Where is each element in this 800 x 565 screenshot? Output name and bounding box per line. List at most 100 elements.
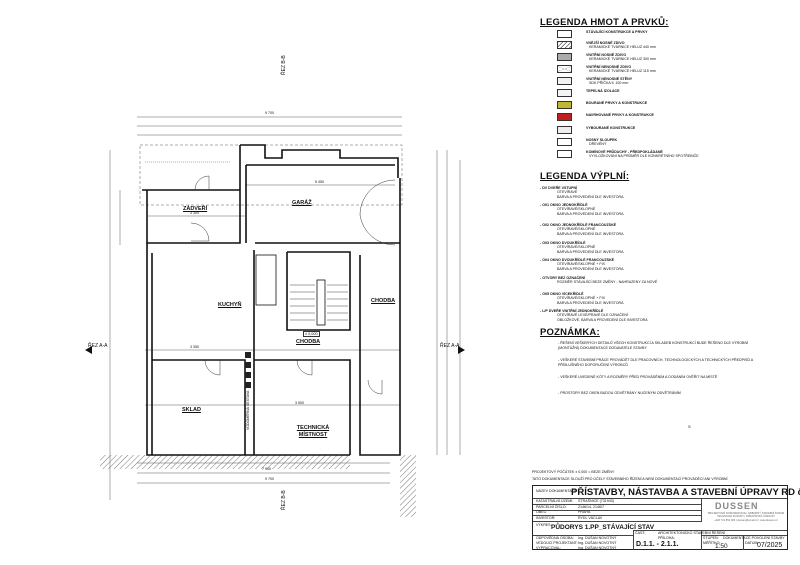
walls (142, 144, 401, 456)
scale-label: MĚŘÍTKO: (703, 541, 721, 545)
legend-item: BOURANÉ PRVKY A KONSTRUKCE (557, 101, 647, 109)
stage-value: DOKUMENTACE POVOLENÍ STAVBY (723, 536, 785, 540)
dim-zadveri: 3 300 (190, 211, 199, 215)
dimension-lines (109, 116, 461, 500)
person-label: VYPRACOVAL: (536, 546, 562, 550)
legend-label: VNITŘNÍ NOSNÉ ZDIVO (586, 53, 627, 57)
fill-code: - O01 OKNO JEDNOKŘÍDLÉ (540, 203, 588, 207)
room-label-technicka: TECHNICKÁ MÍSTNOST (296, 425, 330, 438)
fill-code: - O04 OKNO DVOUKŘÍDLÉ FRANCOUZSKÉ (540, 258, 615, 262)
doc-name-label: NÁZEV DOKUMENTACE: (536, 489, 578, 493)
stage-label: STUPEŇ: (703, 536, 719, 540)
notes-title: POZNÁMKA: (540, 327, 600, 338)
legend-swatch (557, 65, 572, 73)
legend-swatch (557, 101, 572, 109)
legend-fills-title: LEGENDA VÝPLNÍ: (540, 171, 630, 182)
legend-label: KOMÍNOVÉ PRŮDUCHY - PŘEDPOKLÁDANÉ (586, 150, 663, 154)
legend-label: TEPELNÁ IZOLACE (586, 89, 620, 93)
fill-code: - DV DVEŘE VSTUPNÍ (540, 186, 578, 190)
person-value: Ing. DUŠAN NOVOTNÝ (578, 541, 617, 545)
person-value: Ing. DUŠAN NOVOTNÝ (578, 546, 617, 550)
fill-line: OTEVÍRAVÉ/SKLOPNÉ (557, 245, 596, 250)
part-label: ČÁST: (635, 531, 646, 535)
legend-item: VYBOURANÉ KONSTRUKCE (557, 126, 635, 134)
field-divider (533, 515, 701, 516)
field-value: 2146/14, 2146/7 (578, 504, 604, 509)
note-item: - PROSTORY BEZ OKEN BUDOU ODVĚTRÁNY NUCE… (558, 391, 681, 395)
company-sub2: TECHNICKÉ DOZORY | INŽENÝRSKÁ ČINNOST (717, 515, 775, 518)
floor-plan (85, 116, 465, 517)
room-label-chodba: CHODBA (296, 339, 321, 345)
doc-name: PŘÍSTAVBY, NÁSTAVBA A STAVEBNÍ ÚPRAVY RD… (571, 487, 800, 498)
legend-text: STÁVAJÍCÍ KONSTRUKCE A PRVKY (586, 30, 648, 34)
room-label-chodba-right: CHODBA (371, 298, 396, 304)
field-label: OBEC: (536, 510, 548, 514)
dim-garage: 5 450 (315, 180, 324, 184)
fill-line: BARVA A PROVEDENÍ DLE INVESTORA (557, 266, 624, 271)
vodomer-label: VODOMĚRNÁ SESTAVA (246, 390, 250, 430)
legend-swatch (557, 138, 572, 146)
dim-tech: 3 500 (295, 401, 304, 405)
fill-line: BARVA A PROVEDENÍ DLE INVESTORA (557, 194, 624, 199)
appendix-value: D.1.1. - 2.1.1. (636, 541, 679, 548)
room-label-zadveri: ZÁDVEŘÍ (183, 206, 208, 212)
fill-code: - O02 OKNO JEDNOKŘÍDLÉ FRANCOUZSKÉ (540, 223, 617, 227)
dim-bottom-total: 9 700 (265, 477, 274, 481)
date-label: DATUM: (745, 541, 759, 545)
fill-line: BARVA A PROVEDENÍ DLE INVESTORA (557, 231, 624, 236)
person-value: Ing. DUŠAN NOVOTNÝ (578, 536, 617, 540)
legend-item: NAVRHOVANÉ PRVKY A KONSTRUKCE (557, 113, 654, 121)
section-b-bottom: ŘEZ B-B (281, 490, 287, 510)
legend-sub: VYVLOŽKOVÁNÍ NA PRŮMĚR DLE KONKRÉTNÍHO S… (589, 154, 699, 159)
legend-label: VYBOURANÉ KONSTRUKCE (586, 126, 636, 130)
dim-bottom-7900: 7 900 (262, 467, 271, 471)
company-logo: DUSSEN (715, 501, 759, 511)
title-block: NÁZEV DOKUMENTACE: PŘÍSTAVBY, NÁSTAVBA A… (532, 485, 800, 550)
dim-top-total: 9 700 (265, 111, 274, 115)
legend-swatch (557, 53, 572, 61)
level-label: ± 0,000 (303, 331, 320, 337)
legend-swatch (557, 113, 572, 121)
fill-line: OTEVÍRAVÉ/SKLOPNÉ (557, 207, 596, 212)
note-item: - ŘEŠENÍ VEŠKERÝCH DETAILŮ VŠECH KONSTRU… (558, 341, 749, 350)
legend-sub: DŘEVĚNÝ (589, 142, 607, 147)
date-value: 07/2025 (757, 542, 783, 549)
legend-sub: KERAMICKÉ TVÁRNICE HELUZ 115 mm (589, 69, 656, 74)
legend-sub: KERAMICKÉ TVÁRNICE HELUZ 300 mm (589, 57, 657, 62)
legend-swatch (557, 89, 572, 97)
legend-swatch (557, 150, 572, 158)
fill-line: BARVA A PROVEDENÍ DLE INVESTORA (557, 211, 624, 216)
project-origin-note: PROJEKTOVÝ POČÁTEK ± 0,000 = BEZE ZMĚNY (532, 470, 615, 474)
legend-text: BOURANÉ PRVKY A KONSTRUKCE (586, 101, 647, 105)
fill-code: - L/P DVEŘE VNITŘNÍ JEDNOKŘÍDLÉ (540, 309, 604, 313)
appendix-label: PŘÍLOHA: (658, 536, 675, 540)
fill-line: BARVA A PROVEDENÍ DLE INVESTORA (557, 300, 624, 305)
field-label: KATASTRÁLNÍ ÚZEMÍ: (536, 499, 574, 503)
legend-sub: KERAMICKÉ TVÁRNICE HELUZ 440 mm (589, 45, 657, 50)
section-a-left: ŘEZ A-A (88, 343, 108, 349)
north-label: S (688, 424, 691, 429)
door-swings (190, 175, 396, 395)
legend-text: TEPELNÁ IZOLACE (586, 89, 620, 93)
legend-label: NAVRHOVANÉ PRVKY A KONSTRUKCE (586, 113, 654, 117)
fill-line: OBLOŽKOVÉ, BARVA A PROVEDENÍ DLE INVESTO… (557, 317, 648, 322)
note-item: - VEŠKERÉ UVEDENÉ KÓTY A ROZMĚRY PŘED PR… (558, 375, 718, 379)
legend-label: BOURANÉ PRVKY A KONSTRUKCE (586, 101, 648, 105)
legend-text: VYBOURANÉ KONSTRUKCE (586, 126, 635, 130)
